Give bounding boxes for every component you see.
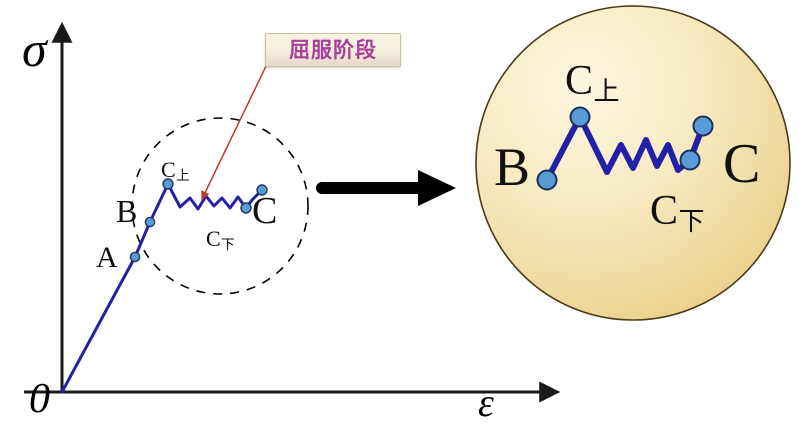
magnified-label-C-lower-text: C: [650, 188, 679, 234]
callout-label: 屈服阶段: [289, 37, 377, 62]
x-axis-label: ε: [478, 380, 494, 425]
point-label-A-text: A: [96, 241, 118, 274]
marker-B-magnified: [536, 169, 558, 191]
magnified-label-C-text: C: [723, 133, 761, 195]
magnified-label-B-text: B: [494, 137, 531, 197]
axis-group: [24, 21, 561, 403]
marker-A: [129, 251, 141, 263]
callout-arrow: [201, 61, 269, 201]
marker-C-lower: [240, 202, 252, 214]
point-label-C-upper-sub: 上: [175, 168, 190, 183]
magnify-arrow: [316, 170, 456, 206]
marker-C-magnified: [692, 115, 714, 137]
magnified-label-B: B: [494, 140, 530, 194]
point-label-B-text: B: [116, 193, 138, 229]
point-label-C-lower: C下: [206, 228, 235, 252]
callout-box: 屈服阶段: [265, 33, 401, 67]
point-label-C-lower-text: C: [206, 226, 221, 251]
point-label-A: A: [96, 243, 118, 273]
small-plot-markers: [129, 178, 268, 263]
y-axis-label: σ: [22, 21, 47, 77]
marker-C: [256, 184, 268, 196]
magnified-label-C: C: [723, 136, 760, 192]
point-label-B: B: [116, 195, 137, 227]
point-label-C-lower-sub: 下: [220, 237, 235, 252]
marker-C-lower-magnified: [679, 149, 701, 171]
magnified-markers: [536, 106, 714, 191]
magnified-label-C-upper: C上: [565, 60, 620, 105]
point-label-C-upper: C上: [161, 159, 190, 183]
marker-C-upper: [162, 178, 174, 190]
dashed-zoom-circle: [131, 117, 309, 295]
magnified-label-C-lower: C下: [650, 190, 705, 235]
point-label-C-upper-text: C: [161, 157, 176, 182]
magnified-label-C-upper-text: C: [565, 58, 594, 104]
marker-B: [144, 216, 156, 228]
magnified-label-C-lower-sub: 下: [678, 206, 705, 236]
point-label-C-text: C: [252, 190, 278, 232]
marker-C-upper-magnified: [569, 106, 591, 128]
magnified-label-C-upper-sub: 上: [593, 76, 620, 106]
point-label-C: C: [252, 192, 277, 230]
origin-label: 0: [29, 376, 50, 422]
